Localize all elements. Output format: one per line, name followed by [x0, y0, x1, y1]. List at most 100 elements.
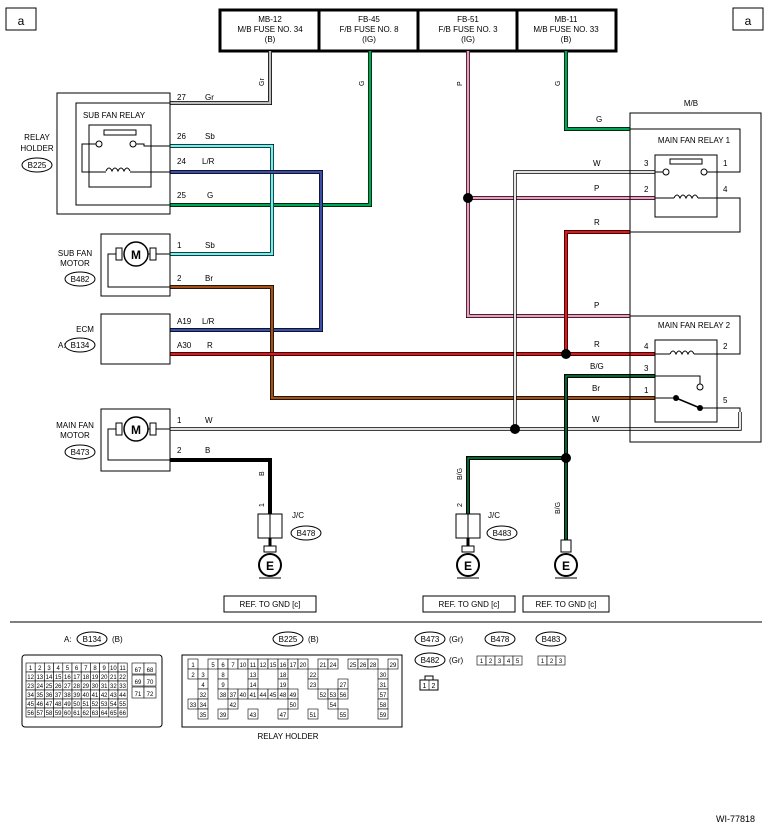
- relay2-pin-3: 3: [644, 364, 649, 373]
- b134-pin-35: 35: [36, 693, 43, 699]
- b225-pin-12: 12: [260, 663, 267, 669]
- label-fuse-gr: Gr: [259, 78, 266, 86]
- b225-pin-44: 44: [260, 693, 267, 699]
- b225-pin-20-cell: [297, 658, 309, 670]
- b225-pin-37: 37: [230, 693, 237, 699]
- relay1-wire-w: W: [593, 159, 601, 168]
- b483-pin-2: 2: [550, 659, 554, 665]
- b134-pin-72-cell: [143, 686, 157, 699]
- b478-pin-5: 5: [516, 659, 520, 665]
- b225-pin-41: 41: [250, 693, 257, 699]
- b134-pin-50: 50: [73, 702, 80, 708]
- sub-motor-pin-2-color: Br: [205, 274, 213, 283]
- b134-pin-64: 64: [101, 711, 108, 717]
- relay2-wire-bg: B/G: [590, 362, 604, 371]
- b225-pin-20: 20: [300, 663, 307, 669]
- main-fan-motor-label-2: MOTOR: [60, 431, 90, 440]
- b225-type: (B): [308, 635, 319, 644]
- b225-pin-28: 28: [370, 663, 377, 669]
- b225-pin-30: 30: [380, 673, 387, 679]
- b225-pin-6: 6: [221, 663, 225, 669]
- junction-white: [510, 424, 520, 434]
- b134-pin-10: 10: [110, 666, 117, 672]
- b473-id: B473: [421, 635, 440, 644]
- b134-pin-69: 69: [135, 680, 142, 686]
- b134-pin-44: 44: [119, 693, 126, 699]
- ground-ref-1: REF. TO GND [c]: [239, 600, 300, 609]
- b134-pin-72: 72: [147, 692, 154, 698]
- b134-pin-40: 40: [82, 693, 89, 699]
- b134-pin-59: 59: [55, 711, 62, 717]
- main-fan-motor-symbol: M: [131, 423, 141, 437]
- b225-pin-26: 26: [360, 663, 367, 669]
- b225-pin-13: 13: [250, 673, 257, 679]
- b478-pin-5-cell: [512, 655, 523, 666]
- b225-pin-42: 42: [230, 703, 237, 709]
- b134-pin-25: 25: [46, 684, 53, 690]
- b225-pin-24: 24: [330, 663, 337, 669]
- b483-pin-3-cell: [555, 655, 566, 666]
- b225-caption: RELAY HOLDER: [257, 732, 318, 741]
- b134-pin-3: 3: [47, 666, 51, 672]
- b225-pin-51-cell: [307, 708, 319, 720]
- b134-pin-52: 52: [92, 702, 99, 708]
- b225-pin-31: 31: [380, 683, 387, 689]
- corner-label-left-text: a: [18, 14, 25, 28]
- main-fan-motor-connector: B473: [71, 448, 90, 457]
- b134-pin-18: 18: [82, 675, 89, 681]
- b225-pin-19: 19: [280, 683, 287, 689]
- sub-fan-motor-symbol: M: [131, 248, 141, 262]
- wire-gray-27: [170, 51, 272, 105]
- b225-pin-53: 53: [330, 693, 337, 699]
- b134-pin-23: 23: [27, 684, 34, 690]
- relay-holder-label-2: HOLDER: [20, 144, 54, 153]
- b134-pin-14: 14: [46, 675, 53, 681]
- sub-motor-pin-1: 1: [177, 241, 182, 250]
- b225-pin-21: 21: [320, 663, 327, 669]
- wire-green-25: [170, 51, 372, 207]
- sub-motor-pin-2: 2: [177, 274, 182, 283]
- fuse-mb11-name: M/B FUSE NO. 33: [533, 25, 599, 34]
- ecm-label: ECM: [76, 325, 94, 334]
- b225-pin-39: 39: [220, 713, 227, 719]
- b483-pin-3: 3: [559, 659, 563, 665]
- relay1-pin-3: 3: [644, 159, 649, 168]
- b225-pin-10: 10: [240, 663, 247, 669]
- b225-pin-29: 29: [390, 663, 397, 669]
- b134-pin-46: 46: [36, 702, 43, 708]
- b134-pin-48: 48: [55, 702, 62, 708]
- label-fuse-g1: G: [359, 81, 366, 86]
- wire-lightblue-sb: [170, 144, 274, 256]
- ground-jc1: B 1 J/C B478 E REF. TO GND [c]: [223, 471, 322, 613]
- b225-pin-22: 22: [310, 673, 317, 679]
- b134-pin-7: 7: [84, 666, 88, 672]
- wire-brown-br: [170, 285, 655, 400]
- label-fuse-p: P: [457, 81, 464, 86]
- b225-pin-59: 59: [380, 713, 387, 719]
- b478-pin-1: 1: [480, 659, 484, 665]
- b225-pin-23-cell: [307, 678, 319, 690]
- b134-pin-38: 38: [64, 693, 71, 699]
- ecm-pin-a30-color: R: [207, 341, 213, 350]
- ecm-pin-a19: A19: [177, 317, 192, 326]
- b134-prefix: A:: [64, 635, 72, 644]
- b134-pin-2: 2: [38, 666, 42, 672]
- b134-pin-55: 55: [119, 702, 126, 708]
- fuse-fb45-id: FB-45: [358, 15, 380, 24]
- b134-pin-67: 67: [135, 668, 142, 674]
- b134-pin-30: 30: [92, 684, 99, 690]
- b225-pin-17: 17: [290, 663, 297, 669]
- b134-pin-4: 4: [57, 666, 61, 672]
- main-motor-pin-1-color: W: [205, 416, 213, 425]
- b134-pin-61: 61: [73, 711, 80, 717]
- b225-pin-14: 14: [250, 683, 257, 689]
- b134-pin-1: 1: [29, 666, 33, 672]
- b225-pin-47: 47: [280, 713, 287, 719]
- main-motor-pin-2: 2: [177, 446, 182, 455]
- jc2-connector: B483: [493, 529, 512, 538]
- relay-holder: RELAY HOLDER B225 SUB FAN RELAY 27 Gr 26…: [20, 92, 215, 215]
- b225-pin-35: 35: [200, 713, 207, 719]
- sub-fan-motor-connector: B482: [71, 275, 90, 284]
